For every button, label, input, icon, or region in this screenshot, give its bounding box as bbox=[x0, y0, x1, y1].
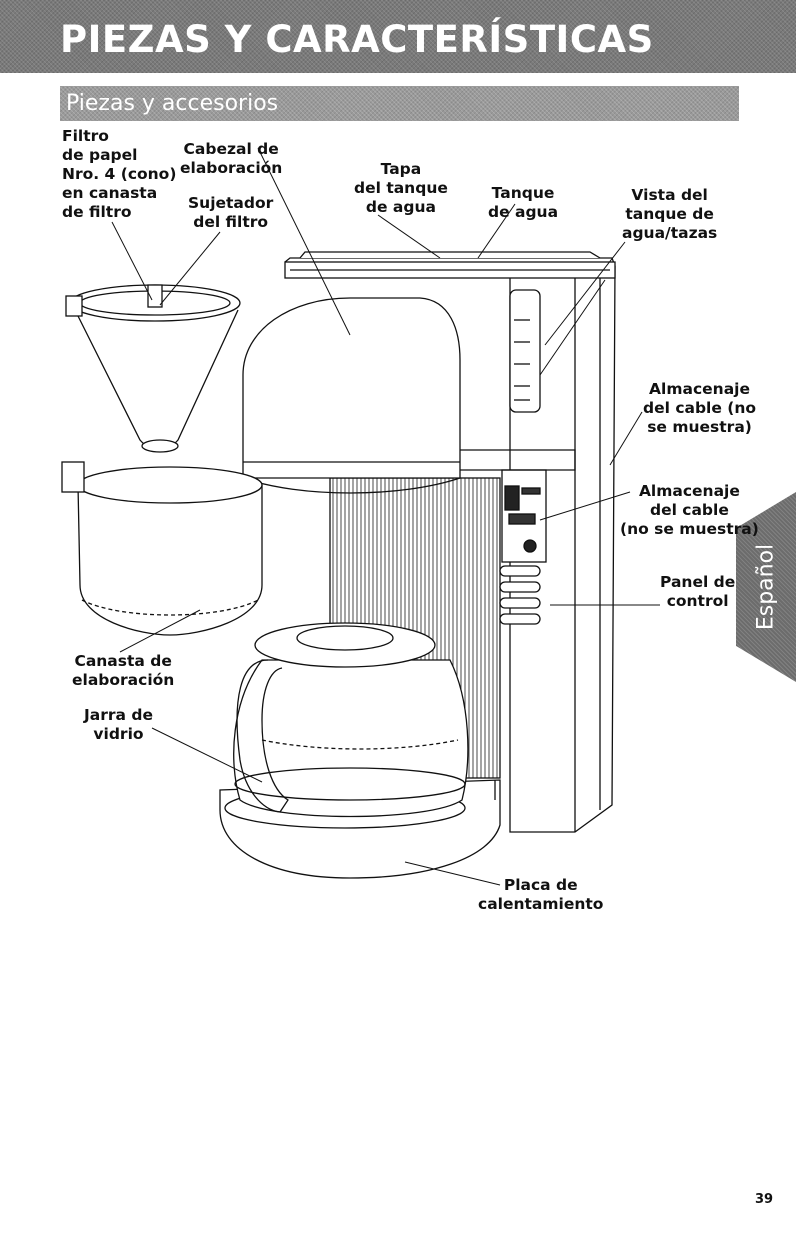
leader-lines bbox=[111, 147, 660, 886]
label-water-tank: Tanque de agua bbox=[488, 184, 559, 221]
brew-head bbox=[242, 297, 576, 494]
label-glass-carafe: Jarra de vidrio bbox=[84, 706, 153, 743]
label-brew-basket: Canasta de elaboración bbox=[72, 652, 175, 689]
water-level-window bbox=[509, 289, 541, 413]
label-tank-lid: Tapa del tanque de agua bbox=[354, 160, 448, 216]
header-band bbox=[0, 0, 796, 73]
page-number: 39 bbox=[755, 1192, 774, 1207]
paper-filter-cone bbox=[65, 284, 241, 453]
water-tank-lid bbox=[299, 251, 601, 259]
label-tank-view: Vista del tanque de agua/tazas bbox=[622, 186, 718, 242]
label-cord-storage-2: Almacenaje del cable (no se muestra) bbox=[620, 482, 759, 538]
label-warming-plate: Placa de calentamiento bbox=[478, 876, 604, 913]
language-tab bbox=[736, 492, 796, 682]
water-tank bbox=[284, 257, 616, 833]
label-cord-storage-1: Almacenaje del cable (no se muestra) bbox=[643, 380, 757, 436]
page-title: PIEZAS Y CARACTERÍSTICAS bbox=[60, 18, 654, 61]
brew-basket bbox=[61, 461, 263, 636]
control-panel bbox=[499, 469, 547, 625]
label-filter-holder: Sujetador del filtro bbox=[188, 194, 274, 231]
section-title: Piezas y accesorios bbox=[66, 91, 279, 116]
label-brew-head: Cabezal de elaboración bbox=[180, 140, 283, 177]
glass-carafe bbox=[233, 622, 469, 818]
label-paper-filter: Filtro de papel Nro. 4 (cono) en canasta… bbox=[62, 127, 177, 221]
section-band bbox=[60, 86, 739, 121]
label-control-panel: Panel de control bbox=[660, 573, 736, 610]
